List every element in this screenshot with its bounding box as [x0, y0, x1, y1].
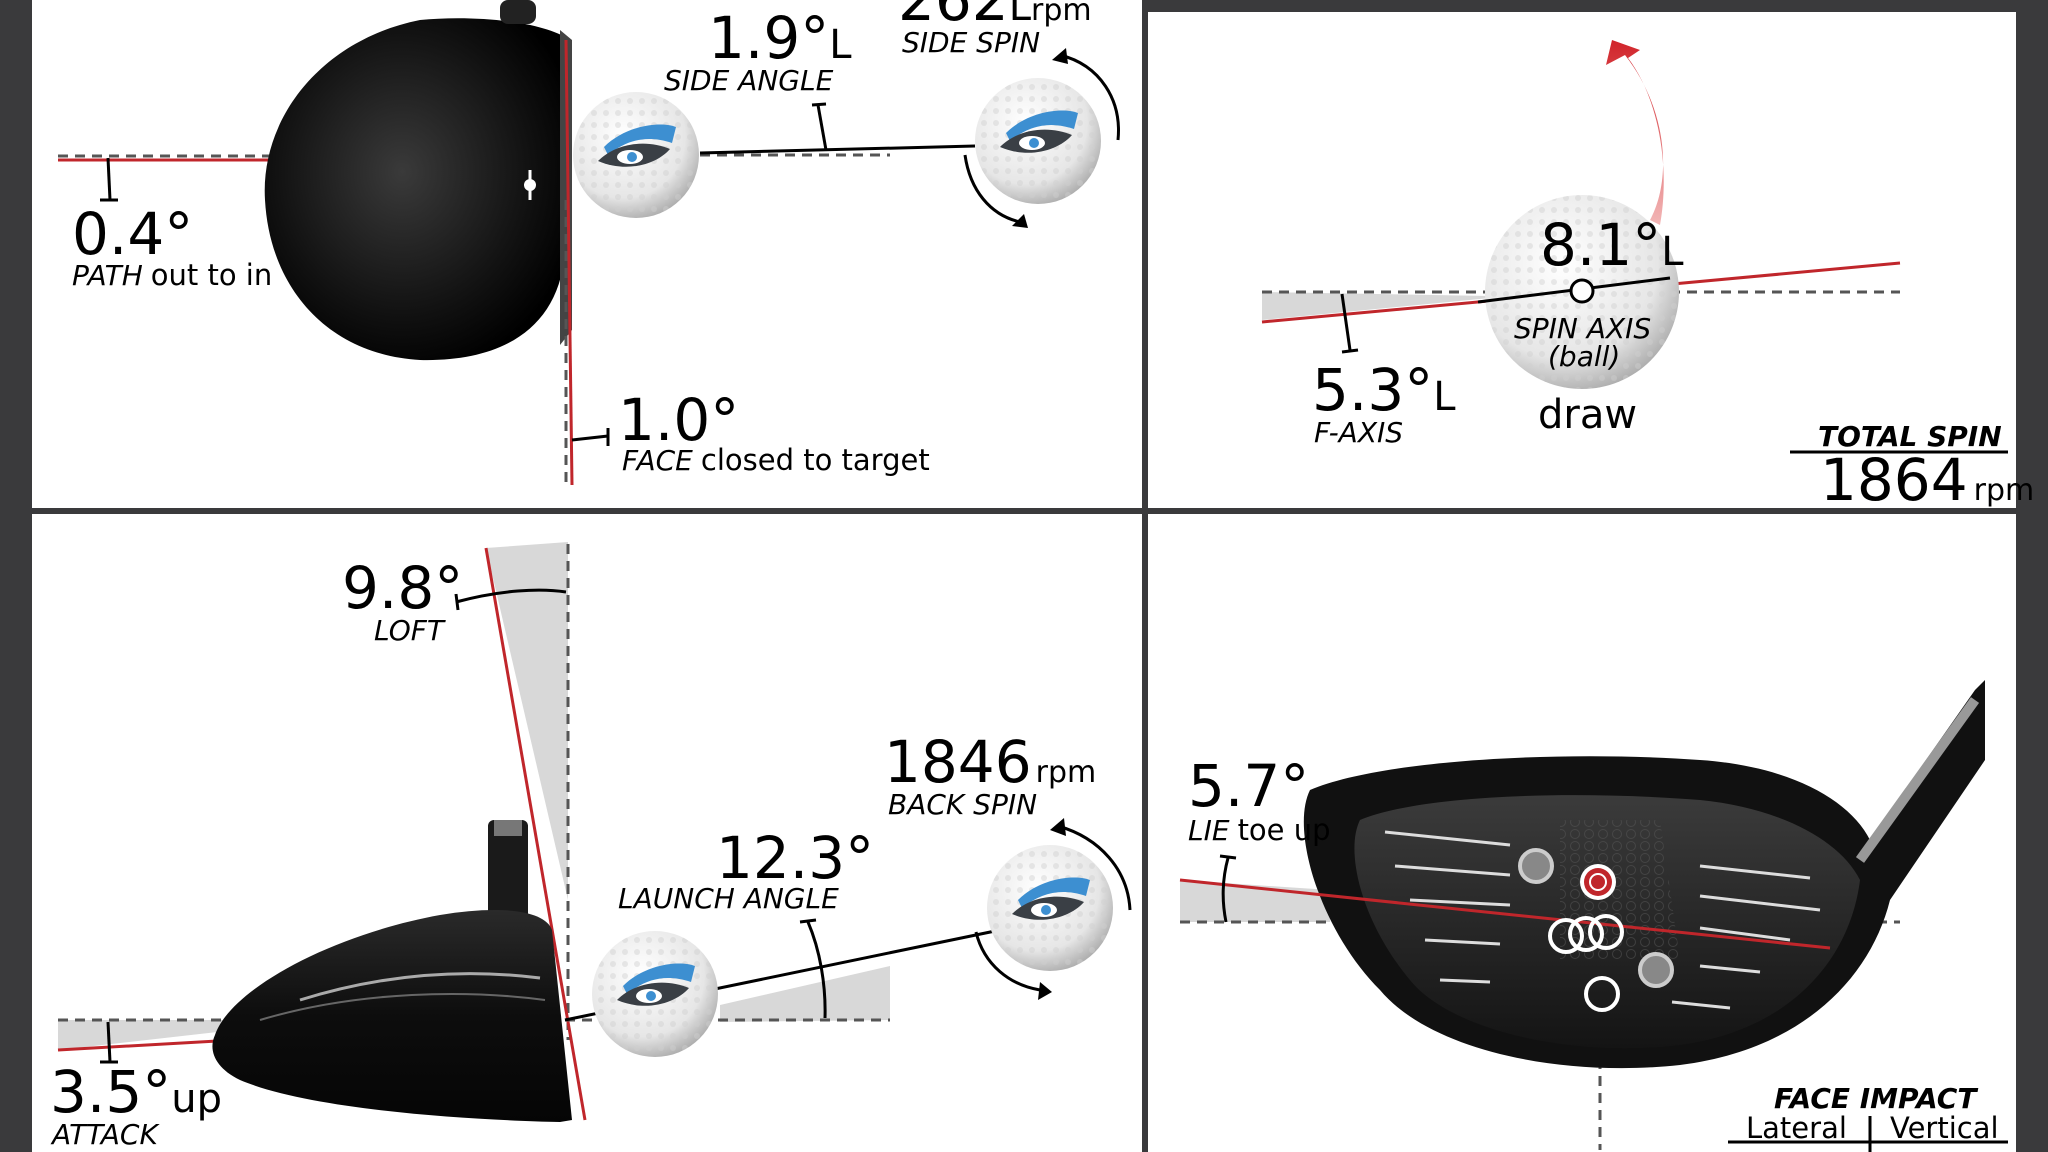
- path-value: 0.4°: [72, 200, 193, 268]
- path-label: PATH: [72, 259, 143, 292]
- lie-desc: toe up: [1238, 813, 1331, 847]
- side-angle-value: 1.9°: [708, 4, 829, 72]
- launch-angle-label: LAUNCH ANGLE: [618, 882, 839, 915]
- face-impact-lateral: Lateral: [1746, 1111, 1847, 1145]
- total-spin-unit: rpm: [1974, 473, 2035, 508]
- svg-text:5.3°L: 5.3°L: [1312, 356, 1456, 424]
- spin-arrow-icon: [974, 818, 1132, 1000]
- face-value: 1.0°: [618, 386, 739, 454]
- f-axis-dir: L: [1433, 374, 1456, 420]
- panel-spin-axis: 8.1°L SPIN AXIS (ball) draw 5.3°L F-AXIS…: [1148, 12, 2034, 514]
- spin-axis-label: SPIN AXIS: [1514, 312, 1651, 345]
- spin-axis-sub: (ball): [1548, 340, 1620, 373]
- attack-dir: up: [171, 1076, 222, 1122]
- face-label: FACE: [622, 444, 693, 477]
- total-spin-value: 1864: [1820, 446, 1968, 514]
- golf-ball-logo-icon: [975, 78, 1101, 204]
- spin-axis-dir: L: [1661, 229, 1684, 275]
- lie-value: 5.7°: [1188, 752, 1309, 820]
- driver-face-icon: [1303, 680, 1985, 1069]
- driver-head-side-icon: [212, 820, 572, 1122]
- svg-text:3.5°up: 3.5°up: [50, 1058, 222, 1126]
- spin-arrow-icon: [963, 48, 1120, 228]
- side-spin-label: SIDE SPIN: [902, 26, 1040, 59]
- loft-label: LOFT: [374, 614, 446, 647]
- face-impact-vertical: Vertical: [1890, 1111, 1999, 1145]
- attack-value: 3.5°: [50, 1058, 171, 1126]
- face-desc: closed to target: [701, 443, 930, 477]
- panel-launch: 9.8° LOFT 3.5°up ATTACK 12.3° LAUNCH ANG…: [32, 514, 1142, 1152]
- side-angle-dir: L: [829, 22, 852, 68]
- side-spin-dir: L: [1009, 0, 1032, 30]
- f-axis-label: F-AXIS: [1314, 416, 1403, 449]
- loft-value: 9.8°: [342, 554, 463, 622]
- svg-text:8.1°L: 8.1°L: [1540, 211, 1684, 279]
- total-spin-label: TOTAL SPIN: [1818, 420, 2002, 453]
- attack-label: ATTACK: [50, 1118, 160, 1151]
- back-spin-label: BACK SPIN: [888, 788, 1037, 821]
- side-angle-label: SIDE ANGLE: [664, 64, 834, 97]
- spin-axis-value: 8.1°: [1540, 211, 1661, 279]
- back-spin-unit: rpm: [1036, 755, 1097, 790]
- launch-angle-value: 12.3°: [716, 824, 874, 892]
- spin-shape: draw: [1538, 392, 1637, 438]
- svg-text:262Lrpm: 262Lrpm: [898, 0, 1092, 34]
- svg-text:1.9°L: 1.9°L: [708, 4, 852, 72]
- side-spin-unit: rpm: [1031, 0, 1092, 28]
- path-desc: out to in: [151, 258, 272, 292]
- golf-ball-logo-icon: [592, 931, 718, 1057]
- golf-ball-logo-icon: [987, 845, 1113, 971]
- golf-ball-logo-icon: [573, 92, 699, 218]
- face-impact-label: FACE IMPACT: [1774, 1082, 1978, 1115]
- back-spin-value: 1846: [884, 728, 1032, 796]
- lie-label: LIE: [1188, 814, 1230, 847]
- f-axis-value: 5.3°: [1312, 356, 1433, 424]
- impact-markers: [1518, 848, 1674, 1012]
- side-spin-value: 262: [898, 0, 1009, 34]
